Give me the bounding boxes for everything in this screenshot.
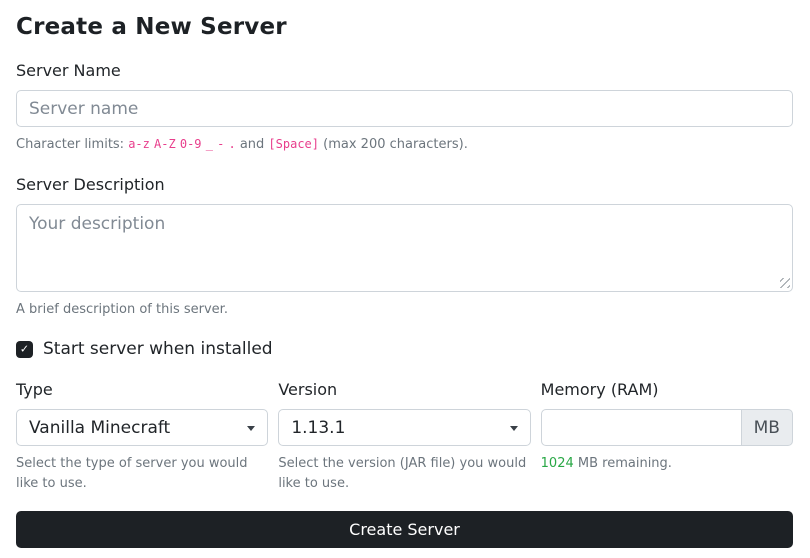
memory-remaining-value: 1024 — [540, 456, 574, 471]
page-title: Create a New Server — [16, 14, 287, 40]
check-icon: ✓ — [19, 342, 30, 355]
code-09: 0-9 — [179, 137, 202, 151]
code-underscore: _ — [205, 137, 213, 151]
server-name-group: Server Name Character limits: a-z A-Z 0-… — [16, 61, 793, 155]
type-select[interactable]: Vanilla Minecraft — [16, 409, 269, 446]
version-select[interactable]: 1.13.1 — [278, 409, 531, 446]
memory-remaining-text: MB remaining. — [577, 456, 672, 471]
type-select-wrap: Vanilla Minecraft — [16, 409, 269, 446]
memory-label: Memory (RAM) — [540, 380, 659, 399]
code-AZ: A-Z — [154, 137, 176, 151]
type-column: Type Vanilla Minecraft Select the type o… — [16, 380, 269, 493]
help-suffix: (max 200 characters). — [323, 137, 468, 152]
code-dot: . — [228, 137, 236, 151]
memory-input[interactable] — [540, 409, 742, 446]
help-and: and — [239, 137, 265, 152]
start-server-checkbox-row[interactable]: ✓ Start server when installed — [16, 339, 793, 359]
code-az: a-z — [128, 137, 150, 151]
version-column: Version 1.13.1 Select the version (JAR f… — [278, 380, 531, 493]
version-label: Version — [278, 380, 338, 399]
type-version-memory-row: Type Vanilla Minecraft Select the type o… — [16, 380, 793, 493]
server-description-help: A brief description of this server. — [16, 301, 228, 317]
version-help: Select the version (JAR file) you would … — [278, 456, 527, 491]
memory-help: 1024 MB remaining. — [541, 454, 793, 474]
server-description-label: Server Description — [16, 174, 165, 194]
checkbox-checked[interactable]: ✓ — [16, 340, 33, 358]
memory-unit-addon: MB — [740, 409, 793, 446]
server-name-label: Server Name — [16, 61, 121, 80]
server-description-group: Server Description A brief description o… — [16, 175, 793, 320]
resize-grip-icon[interactable] — [780, 277, 790, 288]
version-select-wrap: 1.13.1 — [278, 409, 531, 446]
server-name-input[interactable] — [16, 90, 793, 127]
help-prefix: Character limits: — [16, 137, 125, 152]
type-help: Select the type of server you would like… — [16, 456, 248, 491]
type-label: Type — [16, 380, 53, 399]
code-dash: - — [217, 137, 225, 151]
server-name-help: Character limits: a-z A-Z 0-9 _ - . and … — [16, 135, 793, 155]
memory-column: Memory (RAM) MB 1024 MB remaining. — [540, 380, 793, 493]
create-server-button[interactable]: Create Server — [16, 511, 793, 548]
code-space: [Space] — [268, 137, 319, 151]
server-description-textarea[interactable] — [16, 203, 793, 292]
server-description-wrap — [16, 203, 793, 292]
start-server-checkbox-label: Start server when installed — [43, 339, 273, 359]
memory-input-group: MB — [540, 409, 793, 446]
